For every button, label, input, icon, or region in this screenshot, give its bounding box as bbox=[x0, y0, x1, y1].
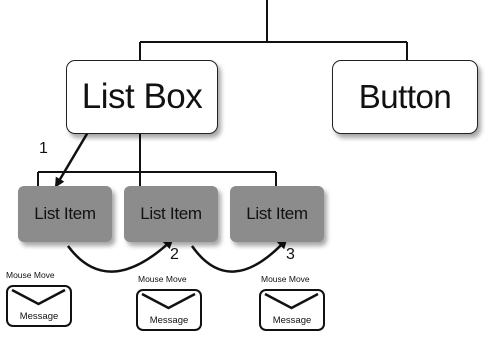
step-number-label: 2 bbox=[170, 246, 179, 263]
arrow-step-2 bbox=[66, 238, 174, 273]
arrow-step-3 bbox=[190, 238, 288, 273]
message-label: Message bbox=[272, 315, 312, 326]
message-envelope-icon: Message bbox=[136, 289, 202, 331]
step-number-label: 3 bbox=[286, 246, 295, 263]
message-label: Message bbox=[19, 311, 59, 322]
list-item-node: List Item bbox=[230, 186, 324, 242]
list-item-node: List Item bbox=[18, 186, 112, 242]
step-number-label: 1 bbox=[39, 140, 48, 157]
message-envelope-icon: Message bbox=[6, 285, 72, 327]
message-label: Message bbox=[149, 315, 189, 326]
list-box-node: List Box bbox=[66, 60, 218, 134]
button-node: Button bbox=[332, 60, 478, 134]
mouse-move-label: Mouse Move bbox=[6, 270, 55, 280]
list-item-node: List Item bbox=[124, 186, 218, 242]
mouse-move-label: Mouse Move bbox=[261, 274, 310, 284]
mouse-move-label: Mouse Move bbox=[138, 274, 187, 284]
message-envelope-icon: Message bbox=[259, 289, 325, 331]
